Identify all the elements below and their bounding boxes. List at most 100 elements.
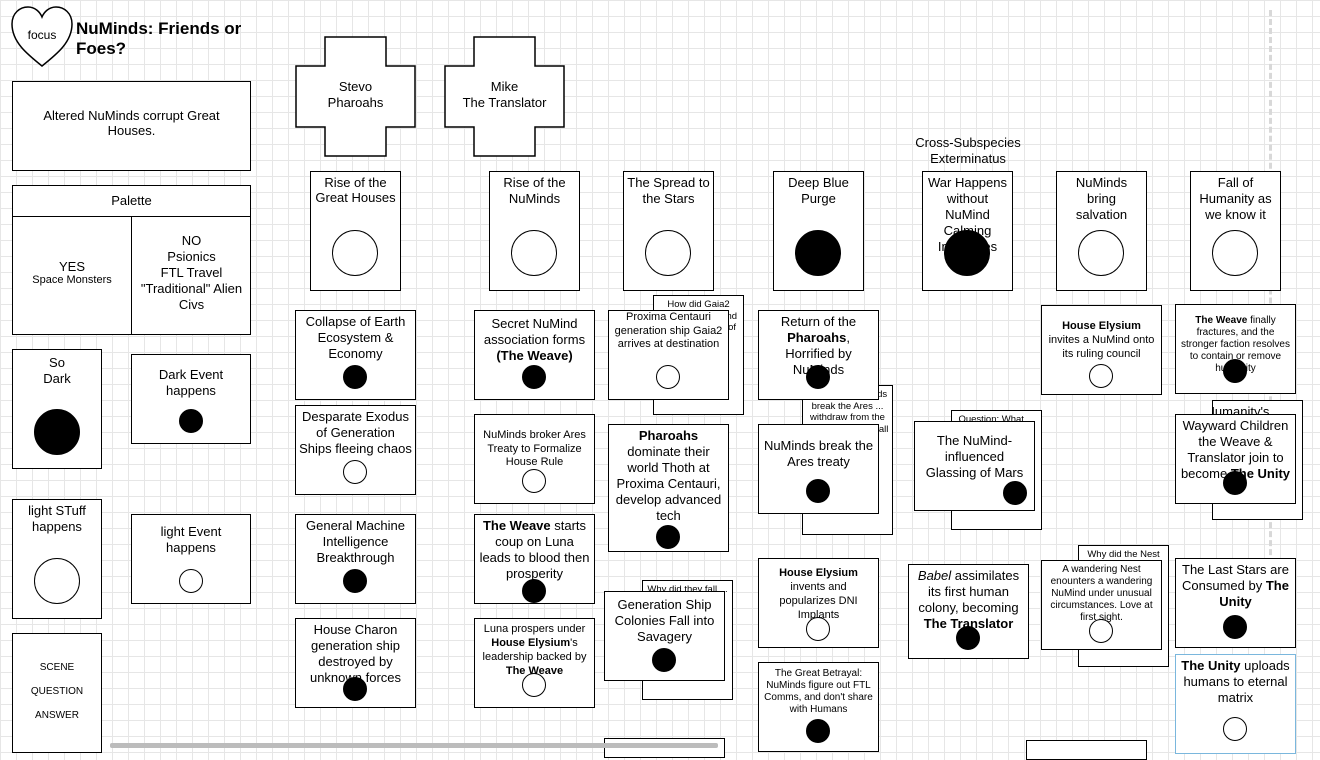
event-card[interactable]: NuMinds break the Ares treaty xyxy=(758,424,879,514)
palette-yes-item: Space Monsters xyxy=(32,274,112,286)
horizontal-scrollbar[interactable] xyxy=(110,743,718,748)
legend-question-label: QUESTION xyxy=(30,686,84,697)
event-card[interactable]: Luna prospers under House Elysium's lead… xyxy=(474,618,595,708)
light-tone-icon xyxy=(522,469,546,493)
event-card[interactable]: The Last Stars are Consumed by The Unity xyxy=(1175,558,1296,648)
period-card[interactable]: Fall of Humanity as we know it xyxy=(1190,171,1281,291)
light-tone-icon xyxy=(343,460,367,484)
entity-name: Babel xyxy=(917,568,952,583)
faction-name: The Unity xyxy=(1219,578,1289,609)
event-card[interactable]: Proxima Centauri generation ship Gaia2 a… xyxy=(608,310,729,400)
event-card[interactable]: The Great Betrayal: NuMinds figure out F… xyxy=(758,662,879,752)
legend-scene[interactable]: SCENE QUESTION ANSWER xyxy=(12,633,102,753)
faction-name: The Translator xyxy=(923,616,1014,631)
event-card[interactable]: General Machine Intelligence Breakthroug… xyxy=(295,514,416,604)
event-text: House Elysium invents and popularizes DNI… xyxy=(762,566,875,622)
period-card[interactable]: War Happens without NuMind Calming Influ… xyxy=(922,171,1013,291)
faction-name: The Weave xyxy=(482,518,551,533)
palette-yes: YES Space Monsters xyxy=(13,217,132,334)
light-tone-icon xyxy=(332,230,378,276)
event-card-selected[interactable]: The Unity uploads humans to eternal matr… xyxy=(1175,654,1296,754)
event-text-rest: uploads humans to eternal matrix xyxy=(1183,658,1290,705)
dark-tone-icon xyxy=(522,365,546,389)
event-card[interactable]: The NuMind-influenced Glassing of Mars xyxy=(914,421,1035,511)
event-text-rest: starts coup on Luna leads to blood then … xyxy=(479,518,590,581)
event-card[interactable]: Desparate Exodus of Generation Ships fle… xyxy=(295,405,416,495)
palette-title: Palette xyxy=(13,186,250,217)
dark-tone-icon xyxy=(1223,615,1247,639)
period-card[interactable]: NuMinds bring salvation xyxy=(1056,171,1147,291)
player-name: Mike xyxy=(490,79,519,94)
period-label: Deep Blue Purge xyxy=(788,175,849,206)
event-text: Secret NuMind association forms xyxy=(483,316,586,347)
dark-tone-icon xyxy=(806,365,830,389)
dark-tone-icon xyxy=(343,677,367,701)
event-card[interactable]: Generation Ship Colonies Fall into Savag… xyxy=(604,591,725,681)
event-card[interactable]: Secret NuMind association forms (The Wea… xyxy=(474,310,595,400)
light-tone-icon xyxy=(806,617,830,641)
event-text: The Last Stars are Consumed by The Unity xyxy=(1179,562,1292,610)
event-text: General Machine Intelligence Breakthroug… xyxy=(306,518,405,565)
legend-so-dark[interactable]: So Dark xyxy=(12,349,102,469)
light-dot-icon xyxy=(179,569,203,593)
dark-tone-icon xyxy=(956,626,980,650)
palette[interactable]: Palette YES Space Monsters NO Psionics F… xyxy=(12,185,251,335)
event-card-partial[interactable] xyxy=(604,738,725,758)
dark-tone-icon xyxy=(795,230,841,276)
player-role: Pharoahs xyxy=(327,95,384,110)
focus-label: focus xyxy=(27,28,57,42)
period-card[interactable]: Rise of the NuMinds xyxy=(489,171,580,291)
legend-light-stuff-label: light STuff happens xyxy=(28,503,86,534)
legend-dark-event-label: Dark Event happens xyxy=(158,367,224,398)
event-text-rest: invents and popularizes DNI Implants xyxy=(779,581,858,621)
legend-so-dark-label: So Dark xyxy=(43,355,71,386)
legend-dark-event[interactable]: Dark Event happens xyxy=(131,354,251,444)
event-text: Luna prospers under House Elysium's lead… xyxy=(478,622,591,678)
faction-name: House Elysium xyxy=(491,637,571,649)
event-text-rest: assimilates its first human colony, beco… xyxy=(918,568,1020,615)
event-card[interactable]: The Weave finally fractures, and the str… xyxy=(1175,304,1296,394)
event-card[interactable]: Babel assimilates its first human colony… xyxy=(908,564,1029,659)
period-card[interactable]: Rise of the Great Houses xyxy=(310,171,401,291)
event-card[interactable]: Wayward Children the Weave & Translator … xyxy=(1175,414,1296,504)
event-text-rest: dominate their world Thoth at Proxima Ce… xyxy=(615,444,722,523)
event-card[interactable]: House Charon generation ship destroyed b… xyxy=(295,618,416,708)
period-card[interactable]: Deep Blue Purge xyxy=(773,171,864,291)
event-text: Wayward Children the Weave & Translator … xyxy=(1179,418,1292,482)
dark-tone-icon xyxy=(343,569,367,593)
player-card-stevo[interactable]: Stevo Pharoahs xyxy=(295,36,416,157)
dark-dot-icon xyxy=(179,409,203,433)
light-tone-icon xyxy=(1212,230,1258,276)
legend-light-stuff[interactable]: light STuff happens xyxy=(12,499,102,619)
event-text-a: Luna prospers under xyxy=(483,623,586,635)
dark-tone-icon xyxy=(522,579,546,603)
event-card[interactable]: Collapse of Earth Ecosystem & Economy xyxy=(295,310,416,400)
dark-tone-icon xyxy=(1223,471,1247,495)
faction-name: Pharoahs xyxy=(638,428,699,443)
event-text: NuMinds break the Ares treaty xyxy=(763,438,874,469)
event-card[interactable]: House Elysium invents and popularizes DNI… xyxy=(758,558,879,648)
focus-heart[interactable]: focus xyxy=(9,4,75,68)
period-card[interactable]: The Spread to the Stars xyxy=(623,171,714,291)
faction-name: House Elysium xyxy=(779,567,858,579)
event-text: The Great Betrayal: NuMinds figure out F… xyxy=(764,668,873,715)
player-card-mike[interactable]: Mike The Translator xyxy=(444,36,565,157)
faction-name: The Weave xyxy=(1195,315,1248,326)
event-text-rest: The Last Stars are Consumed by xyxy=(1182,562,1289,593)
premise-card[interactable]: Altered NuMinds corrupt Great Houses. xyxy=(12,81,251,171)
event-card-partial[interactable] xyxy=(1026,740,1147,760)
legend-answer-label: ANSWER xyxy=(35,710,79,721)
legend-light-event-label: light Event happens xyxy=(160,524,222,555)
page-title: NuMinds: Friends or Foes? xyxy=(76,19,242,58)
event-card[interactable]: A wandering Nest enounters a wandering N… xyxy=(1041,560,1162,650)
period-caption: Cross-Subspecies Exterminatus xyxy=(915,135,1021,166)
legend-light-event[interactable]: light Event happens xyxy=(131,514,251,604)
event-card[interactable]: NuMinds broker Ares Treaty to Formalize … xyxy=(474,414,595,504)
faction-name: The Weave xyxy=(505,665,564,677)
event-card[interactable]: The Weave starts coup on Luna leads to b… xyxy=(474,514,595,604)
premise-text: Altered NuMinds corrupt Great Houses. xyxy=(43,108,220,138)
